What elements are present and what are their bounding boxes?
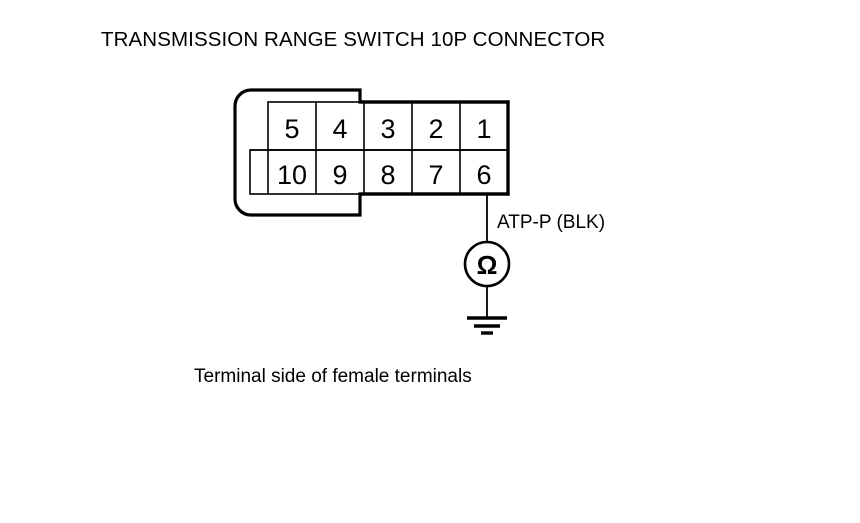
- pin-label-10: 10: [277, 160, 307, 190]
- diagram-caption: Terminal side of female terminals: [194, 366, 472, 387]
- pin-label-5: 5: [284, 114, 299, 144]
- ohm-symbol-icon: Ω: [477, 250, 498, 280]
- pin-label-9: 9: [332, 160, 347, 190]
- wire-label-atp-p: ATP-P (BLK): [497, 212, 605, 233]
- pin-label-3: 3: [380, 114, 395, 144]
- connector-housing-outline: [233, 88, 510, 217]
- pin-label-6: 6: [476, 160, 491, 190]
- pin-label-7: 7: [428, 160, 443, 190]
- page-title: TRANSMISSION RANGE SWITCH 10P CONNECTOR: [101, 28, 605, 51]
- pin-label-8: 8: [380, 160, 395, 190]
- pin-label-1: 1: [476, 114, 491, 144]
- pin-label-2: 2: [428, 114, 443, 144]
- pin-label-4: 4: [332, 114, 347, 144]
